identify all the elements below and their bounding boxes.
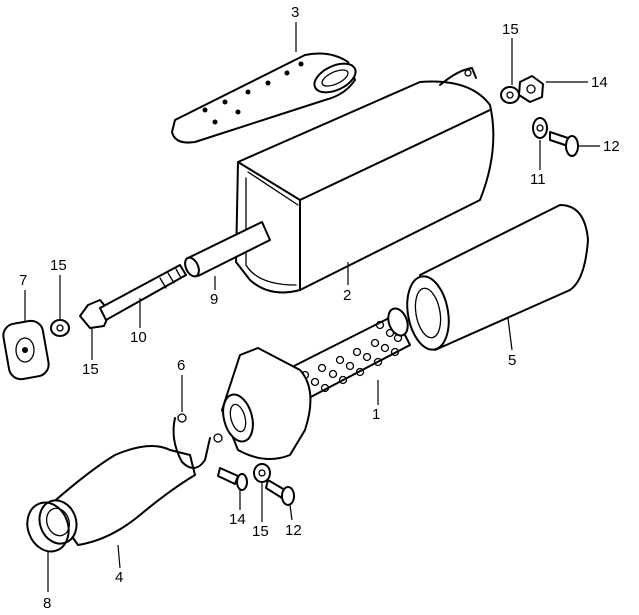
label-part-7: 7 (19, 272, 27, 289)
exhaust-pipe-drawing (38, 445, 196, 546)
label-part-15-top: 15 (502, 21, 519, 38)
label-part-4: 4 (115, 569, 123, 586)
exhaust-tip-drawing (171, 52, 357, 144)
screw-drawing (217, 467, 248, 491)
leader-lines (24, 22, 600, 592)
label-part-13: 14 (229, 511, 246, 528)
label-part-12-lower: 12 (285, 522, 302, 539)
pipe-band-drawing (26, 501, 70, 553)
label-part-1: 1 (372, 406, 380, 423)
washer-upper-drawing (532, 117, 548, 139)
collar-pipe-drawing (184, 221, 271, 278)
label-part-15-lower: 15 (252, 523, 269, 540)
label-part-6: 6 (177, 357, 185, 374)
label-part-9: 9 (210, 291, 218, 308)
stud-nut-drawing (79, 264, 187, 329)
label-part-11: 11 (530, 171, 546, 188)
label-part-5: 5 (508, 352, 516, 369)
label-part-8: 8 (43, 595, 51, 612)
washer-lower-drawing (253, 463, 271, 483)
bolt-lower-drawing (265, 479, 295, 506)
bolt-upper-drawing (549, 131, 579, 157)
nut-upper-drawing (518, 75, 544, 103)
part-labels: 3 15 14 12 11 2 9 15 7 10 15 5 6 1 14 15… (19, 4, 620, 612)
pipe-clamp-drawing (172, 413, 211, 469)
washer-left-drawing (50, 319, 70, 337)
washer-top-drawing (500, 86, 520, 104)
label-part-15-left: 15 (50, 257, 67, 274)
label-part-3: 3 (291, 4, 299, 21)
gasket-drawing (2, 319, 50, 381)
label-part-14-upper: 14 (591, 74, 608, 91)
label-part-12-upper: 12 (603, 138, 620, 155)
inlet-housing-drawing (213, 347, 312, 460)
muffler-cover-drawing (235, 67, 495, 294)
label-part-2: 2 (343, 287, 351, 304)
label-part-10: 10 (130, 329, 147, 346)
muffler-body-drawing (406, 204, 589, 351)
label-part-14-left: 15 (82, 361, 99, 378)
